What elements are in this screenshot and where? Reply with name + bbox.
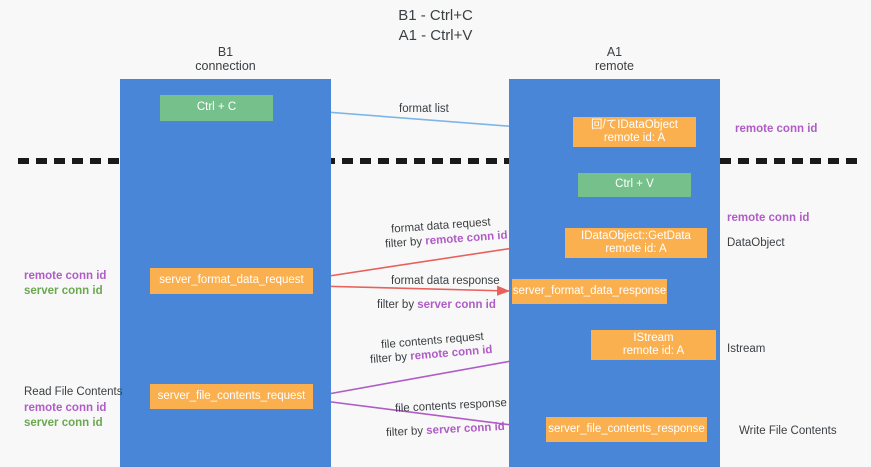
node-istream-title: IStream [633,331,674,344]
edge-label-format-list: format list [399,103,449,115]
edge-label-format-data-response-filter: filter by server conn id [377,298,496,313]
filter-prefix: filter by [377,299,418,311]
node-idataobject-title: 回/てIDataObject [591,118,678,131]
node-istream-subtitle: remote id: A [622,345,685,357]
node-server-file-contents-request-label: server_file_contents_request [157,389,306,402]
node-server-file-contents-request[interactable]: server_file_contents_request [150,384,313,409]
lane-header-a1: A1 remote [509,45,720,73]
side-label-istream: Istream [727,343,766,355]
node-server-format-data-response[interactable]: server_format_data_response [512,279,667,304]
node-ctrl-v[interactable]: Ctrl + V [578,173,691,197]
filter-prefix: filter by [385,425,427,440]
filter-key-server-conn-id: server conn id [425,420,506,437]
node-idataobject-getdata[interactable]: IDataObject::GetData remote id: A [565,228,707,258]
node-ctrl-v-label: Ctrl + V [615,178,654,191]
side-label-server-conn-id: server conn id [24,285,103,297]
filter-prefix: filter by [384,235,426,251]
filter-prefix: filter by [369,350,411,367]
edge-label-file-contents-response-filter: filter by server conn id [386,420,506,441]
side-label-dataobject: DataObject [727,237,785,249]
lane-b1-name: B1 [217,45,234,59]
node-server-file-contents-response-label: server_file_contents_response [548,422,705,435]
side-label-read-file-contents: Read File Contents [24,386,123,398]
edge-label-format-data-response: format data response [391,275,500,287]
node-idataobject[interactable]: 回/てIDataObject remote id: A [573,117,696,147]
side-label-write-file-contents: Write File Contents [739,425,837,437]
node-server-file-contents-response[interactable]: server_file_contents_response [546,417,707,442]
side-label-server-conn-id: server conn id [24,417,103,429]
title-line-1: B1 - Ctrl+C [398,7,473,24]
lane-header-b1: B1 connection [120,45,331,73]
filter-key-server-conn-id: server conn id [417,299,496,311]
lane-a1-role: remote [595,59,634,73]
side-label-remote-conn-id: remote conn id [24,402,107,414]
node-ctrl-c-label: Ctrl + C [196,101,237,114]
title-line-2: A1 - Ctrl+V [398,27,473,44]
arrow-file-contents-response [315,399,544,433]
node-server-format-data-response-label: server_format_data_response [512,284,667,297]
lane-a1-name: A1 [606,45,623,59]
side-label-conn-ids-bottom: remote conn id server conn id [24,401,106,431]
node-idataobject-subtitle: remote id: A [603,132,666,144]
side-label-remote-conn-id-top: remote conn id [735,123,818,135]
node-getdata-title: IDataObject::GetData [581,229,691,242]
node-server-format-data-request[interactable]: server_format_data_request [150,268,313,294]
side-label-conn-ids-mid: remote conn id server conn id [24,269,106,299]
node-getdata-subtitle: remote id: A [605,243,667,255]
node-server-format-data-request-label: server_format_data_request [159,274,304,287]
diagram-title: B1 - Ctrl+C A1 - Ctrl+V [0,6,871,46]
side-label-remote-conn-id: remote conn id [24,270,107,282]
arrow-format-data-response [314,285,510,296]
lane-b1-role: connection [195,59,256,73]
node-istream[interactable]: IStream remote id: A [591,330,716,360]
node-ctrl-c[interactable]: Ctrl + C [160,95,273,121]
side-label-remote-conn-id-mid: remote conn id [727,212,810,224]
edge-label-file-contents-response: file contents response [394,397,508,415]
